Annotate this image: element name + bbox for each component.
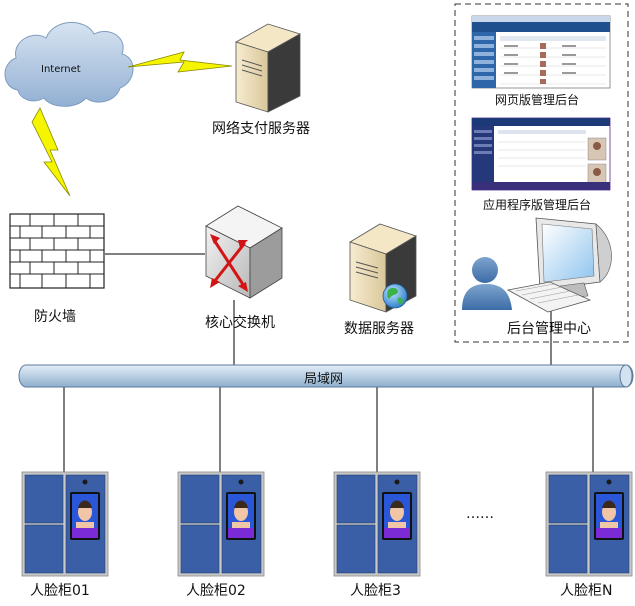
lightning-bolt-icon bbox=[127, 51, 233, 73]
payment-server-label: 网络支付服务器 bbox=[212, 121, 310, 137]
cabinet-label-01: 人脸柜01 bbox=[30, 583, 90, 599]
cabinet-label-n: 人脸柜N bbox=[560, 583, 613, 599]
cabinet-01 bbox=[21, 471, 109, 577]
globe-icon bbox=[382, 283, 408, 309]
camera-icon bbox=[394, 479, 400, 485]
data-server-label: 数据服务器 bbox=[344, 321, 414, 337]
web-admin-screenshot bbox=[471, 15, 611, 89]
app-admin-label: 应用程序版管理后台 bbox=[483, 198, 592, 212]
internet-label: Internet bbox=[41, 64, 81, 75]
cabinet-label-02: 人脸柜02 bbox=[186, 583, 246, 599]
lightning-bolt-icon bbox=[31, 107, 71, 197]
cabinet-3 bbox=[333, 471, 421, 577]
admin-center-label: 后台管理中心 bbox=[507, 321, 591, 337]
face-cabinets bbox=[21, 471, 633, 577]
camera-icon bbox=[606, 479, 612, 485]
person-icon bbox=[462, 257, 512, 310]
cabinet-n bbox=[545, 471, 633, 577]
firewall-icon bbox=[9, 213, 105, 289]
core-switch-label: 核心交换机 bbox=[205, 315, 275, 331]
computer-icon bbox=[506, 217, 612, 313]
camera-icon bbox=[82, 479, 88, 485]
camera-icon bbox=[238, 479, 244, 485]
lan-label: 局域网 bbox=[304, 372, 344, 387]
internet-cloud bbox=[4, 21, 134, 107]
connection-lines bbox=[63, 253, 594, 472]
payment-server-icon bbox=[234, 23, 302, 113]
app-admin-screenshot bbox=[471, 117, 611, 191]
management-group-box bbox=[454, 3, 629, 343]
cabinet-ellipsis: …… bbox=[466, 506, 494, 522]
cabinet-02 bbox=[177, 471, 265, 577]
lan-bus bbox=[18, 364, 634, 388]
firewall-label: 防火墙 bbox=[34, 309, 76, 325]
core-switch-icon bbox=[205, 205, 283, 299]
cabinet-label-3: 人脸柜3 bbox=[350, 583, 401, 599]
web-admin-label: 网页版管理后台 bbox=[495, 93, 580, 107]
